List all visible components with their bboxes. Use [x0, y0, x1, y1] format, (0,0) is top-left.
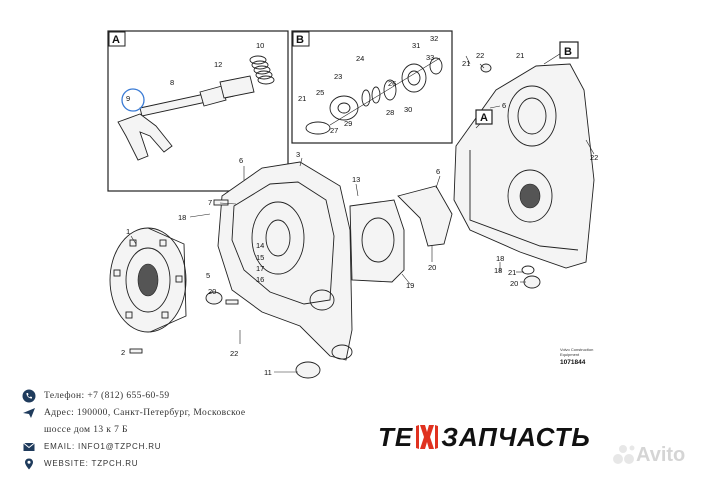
part-label-11: 12	[214, 60, 222, 69]
logo-text-part2: ЗАПЧАСТЬ	[441, 421, 591, 452]
contact-address-row2: шоссе дом 13 к 7 Б	[22, 421, 342, 438]
part-label-2: 2	[121, 348, 125, 357]
detail-box-b: B	[291, 30, 453, 144]
part-label-23: 21	[516, 51, 524, 60]
detail-box-a: A	[107, 30, 289, 192]
part-label-1: 1	[126, 227, 130, 236]
contact-website-row: WEBSITE: TZPCH.RU	[22, 455, 342, 472]
part-label-29: 24	[356, 54, 364, 63]
contact-block: Телефон: +7 (812) 655-60-59 Адрес: 19000…	[22, 387, 342, 472]
contact-website[interactable]: WEBSITE: TZPCH.RU	[44, 459, 139, 468]
part-label-37: 32	[430, 34, 438, 43]
part-label-7: 7	[208, 198, 212, 207]
avito-watermark: Avito	[612, 441, 702, 469]
part-label-26: 21	[508, 268, 516, 277]
part-label-12: 11	[264, 368, 272, 377]
part-label-26b: 21	[298, 94, 306, 103]
right-housing	[453, 63, 595, 269]
part-label-31: 26	[388, 79, 396, 88]
send-icon	[22, 406, 36, 420]
left-flange	[109, 227, 187, 333]
part-label-38: 33	[426, 53, 434, 62]
contact-phone-row: Телефон: +7 (812) 655-60-59	[22, 387, 342, 404]
part-label-5: 5	[206, 271, 210, 280]
part-label-35: 30	[404, 105, 412, 114]
exploded-parts-diagram: A B	[107, 30, 598, 379]
email-icon	[22, 440, 36, 454]
part-label-27: 22	[476, 51, 484, 60]
small-parts	[129, 63, 541, 379]
part-label-6: 6	[239, 156, 243, 165]
svg-text:Equipment: Equipment	[560, 352, 580, 357]
detail-box-a-label: A	[112, 34, 120, 46]
location-pin-icon	[22, 457, 36, 471]
logo-text-part1: ТЕ	[378, 421, 414, 452]
part-label-21: 20	[208, 287, 216, 296]
contact-phone[interactable]: Телефон: +7 (812) 655-60-59	[44, 390, 170, 401]
part-label-6b: 6	[436, 167, 440, 176]
part-label-18c: 18	[494, 266, 502, 275]
part-label-8: 8	[170, 78, 174, 87]
part-label-30: 25	[316, 88, 324, 97]
contact-address-line2: шоссе дом 13 к 7 Б	[44, 424, 128, 435]
part-label-22: 22	[230, 349, 238, 358]
brand-logo: ТЕ ЗАПЧАСТЬ	[378, 420, 591, 454]
part-label-34: 29	[344, 119, 352, 128]
part-label-18: 18	[178, 213, 186, 222]
contact-address-line1: Адрес: 190000, Санкт-Петербург, Московск…	[44, 407, 246, 418]
part-label-28: 23	[334, 72, 342, 81]
part-label-26c: 21	[462, 59, 470, 68]
part-label-32: 27	[330, 126, 338, 135]
view-callouts: B A	[475, 41, 579, 125]
contact-email[interactable]: EMAIL: INFO1@TZPCH.RU	[44, 442, 162, 451]
contact-email-row: EMAIL: INFO1@TZPCH.RU	[22, 438, 342, 455]
part-label-16: 16	[256, 275, 264, 284]
part-label-33: 28	[386, 108, 394, 117]
part-label-15: 15	[256, 253, 264, 262]
phone-icon	[22, 389, 36, 403]
part-label-25: 20	[510, 279, 518, 288]
avito-logo-icon	[613, 445, 635, 464]
part-label-9: 9	[126, 94, 130, 103]
part-label-17: 17	[256, 264, 264, 273]
drawing-caption: Volvo Construction Equipment 1071844	[560, 347, 593, 366]
main-housing	[217, 161, 353, 361]
watermark-text: Avito	[636, 443, 686, 466]
svg-text:Volvo Construction: Volvo Construction	[560, 347, 593, 352]
cover-plates	[349, 185, 453, 283]
view-label-b: B	[564, 46, 572, 58]
part-label-3: 3	[296, 150, 300, 159]
detail-box-b-label: B	[296, 34, 304, 46]
part-label-14: 14	[256, 241, 264, 250]
part-label-24: 22	[590, 153, 598, 162]
contact-address-row: Адрес: 190000, Санкт-Петербург, Московск…	[22, 404, 342, 421]
part-label-10: 10	[256, 41, 264, 50]
logo-x-mark	[415, 423, 439, 451]
part-label-18b: 18	[496, 254, 504, 263]
view-label-a: A	[480, 112, 488, 124]
part-label-13: 13	[352, 175, 360, 184]
part-number-labels: 9 8 12 10 24 23 25 21 27 29 26 28 30 31 …	[121, 34, 598, 377]
part-label-36: 31	[412, 41, 420, 50]
part-label-20: 20	[428, 263, 436, 272]
part-label-6c: 6	[502, 101, 506, 110]
drawing-code: 1071844	[560, 359, 586, 366]
part-label-19: 19	[406, 281, 414, 290]
